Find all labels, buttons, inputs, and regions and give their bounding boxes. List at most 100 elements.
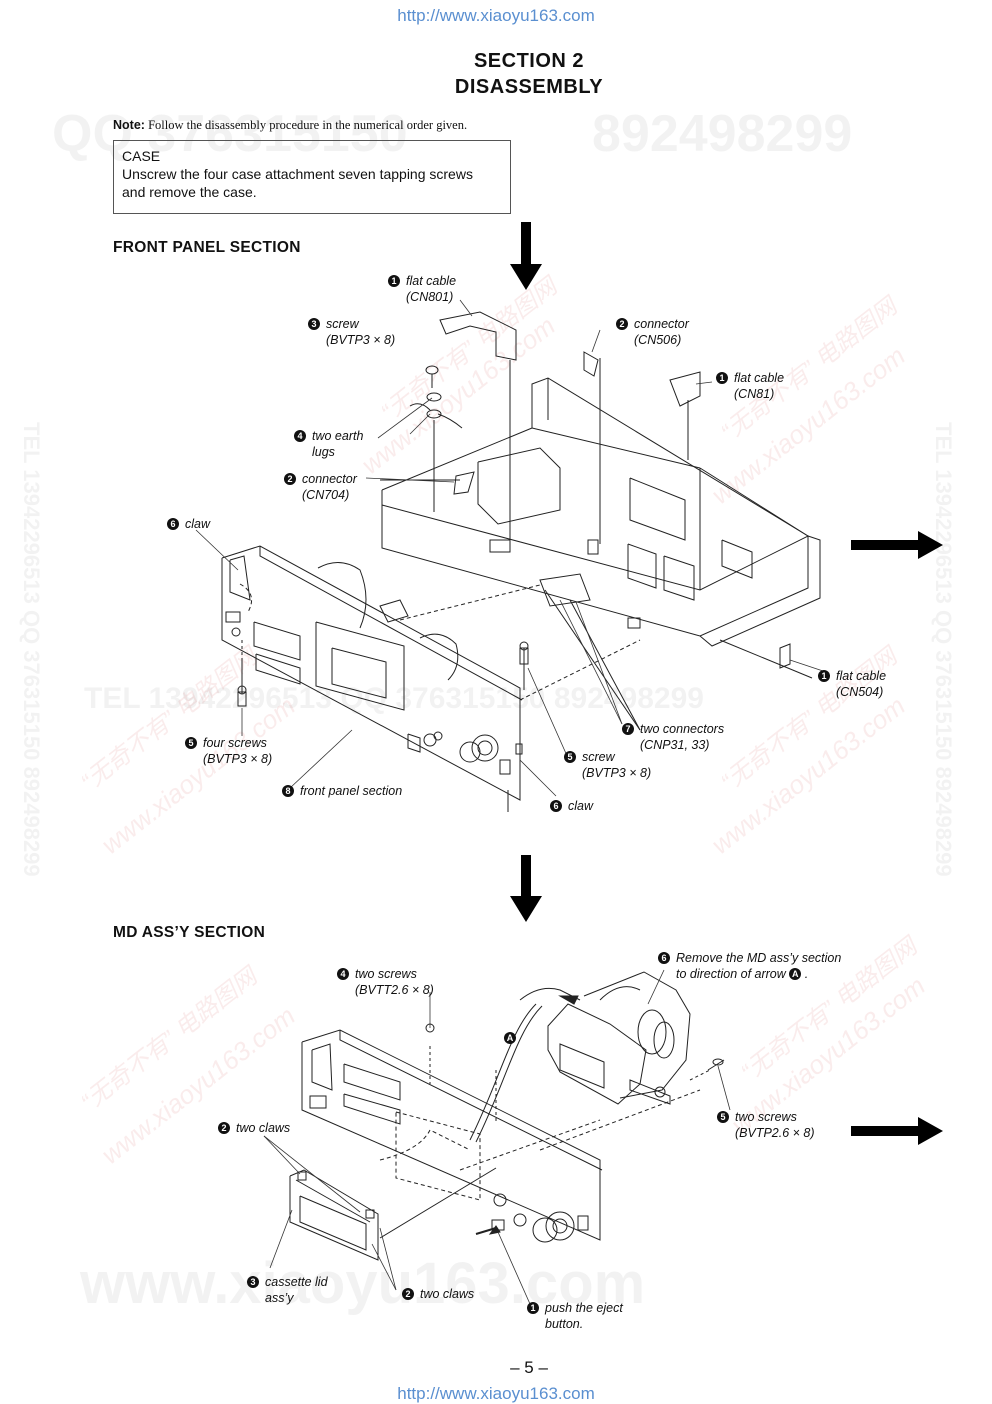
arrow-ref-suffix: . [801,967,809,981]
step-number: 5 [717,1111,729,1123]
case-line-2: and remove the case. [122,184,257,200]
header-url-link[interactable]: http://www.xiaoyu163.com [397,6,595,25]
callout-part: (CN506) [634,333,682,347]
down-arrow-icon [510,222,542,290]
step-number: 2 [284,473,296,485]
callout-claw-top: 6 claw [167,516,210,532]
flow-arrows [510,222,943,1145]
callout-part: (CN504) [836,685,884,699]
callout-label: claw [568,799,594,813]
right-arrow-icon [851,531,943,559]
callout-screw-lower: 5 screw (BVTP3 × 8) [564,749,651,781]
callout-label: two claws [420,1287,475,1301]
step-number: 1 [527,1302,539,1314]
note-body: Follow the disassembly procedure in the … [144,118,468,132]
callout-label: two claws [236,1121,291,1135]
step-number: 5 [564,751,576,763]
callout-label: flat cable [836,669,887,683]
callout-part: (BVTP3 × 8) [582,766,652,780]
case-title: CASE [122,148,161,164]
callout-four-screws: 5 four screws (BVTP3 × 8) [185,735,272,767]
step-number: 6 [167,518,179,530]
step-number: 5 [185,737,197,749]
callout-arrow-text: to direction of arrow [676,967,786,981]
callout-label: Remove the MD ass’y section [676,951,842,965]
front-panel-heading: FRONT PANEL SECTION [113,239,301,256]
callout-flat-cable-cn504: 1 flat cable (CN504) [818,668,886,700]
step-number: 1 [388,275,400,287]
callout-cassette-lid: 3 cassette lid ass’y [247,1274,328,1306]
callout-label: flat cable [406,274,457,288]
callout-label: claw [185,517,211,531]
step-number: 1 [716,372,728,384]
callout-label: connector [634,317,689,331]
callout-push-eject: 1 push the eject button. [527,1300,623,1332]
case-box: CASE Unscrew the four case attachment se… [113,140,511,214]
callout-part: (CN704) [302,488,350,502]
callout-label: connector [302,472,357,486]
footer-url-link[interactable]: http://www.xiaoyu163.com [397,1384,595,1403]
section-number: SECTION 2 [473,50,585,72]
arrow-ref-badge: A [789,968,802,980]
leader-lines [195,299,827,797]
note-text: Note: Follow the disassembly procedure i… [113,118,467,133]
callout-label: two screws [355,967,417,981]
callout-connector-cn506: 2 connector (CN506) [616,316,689,348]
step-number: 7 [622,723,634,735]
callout-remove-md-assy: 6 Remove the MD ass’y section to directio… [658,950,841,982]
callout-part: (BVTP2.6 × 8) [735,1126,815,1140]
callout-label: two earth [312,429,364,443]
callout-label: push the eject [545,1301,623,1315]
callout-part: (BVTP3 × 8) [203,752,273,766]
right-arrow-icon [851,1117,943,1145]
callout-label: cassette lid [265,1275,328,1289]
page-title: DISASSEMBLY [454,76,604,98]
callout-label: four screws [203,736,267,750]
callout-part: (CN801) [406,290,454,304]
callout-label: screw [582,750,615,764]
step-number: 2 [616,318,628,330]
md-assy-drawing [301,1029,701,1243]
step-number: 8 [282,785,294,797]
chassis-drawing [380,311,821,731]
screw-drawing [409,365,463,512]
step-number: 3 [308,318,320,330]
step-number: 6 [550,800,562,812]
md-assy-heading: MD ASS’Y SECTION [113,924,266,941]
step-number: 4 [337,968,349,980]
callout-label: two connectors [640,722,725,736]
callout-part: lugs [312,445,335,459]
callout-two-screws-bvtt: 4 two screws (BVTT2.6 × 8) [337,966,434,998]
note-label: Note: [113,118,145,132]
step-number: 6 [658,952,670,964]
page-number: – 5 – [510,1358,548,1377]
callout-label: two screws [735,1110,797,1124]
arrow-a-badge: A [504,1032,516,1044]
step-number: 2 [218,1122,230,1134]
callout-part: ass’y [265,1291,294,1305]
cassette-lid-drawing [289,1167,497,1261]
callout-arrow-a: A [504,1030,522,1046]
leader-lines-md [263,969,731,1305]
step-number: 1 [818,670,830,682]
md-mechanism-drawing [469,971,725,1143]
callout-label: front panel section [300,784,403,798]
callout-part: (BVTP3 × 8) [326,333,396,347]
callout-label: flat cable [734,371,785,385]
callout-part: (BVTT2.6 × 8) [355,983,434,997]
callout-part: (CN81) [734,387,775,401]
callout-flat-cable-cn801: 1 flat cable (CN801) [388,273,456,305]
step-number: 3 [247,1276,259,1288]
callout-part: button. [545,1317,584,1331]
front-panel-drawing [221,545,641,812]
callout-two-screws-bvtp: 5 two screws (BVTP2.6 × 8) [717,1109,815,1141]
callout-front-panel-section: 8 front panel section [282,783,402,799]
case-line-1: Unscrew the four case attachment seven t… [122,166,473,182]
callout-connector-cn704: 2 connector (CN704) [284,471,357,503]
down-arrow-icon [510,855,542,922]
callout-part: to direction of arrow A . [658,967,808,981]
callout-two-claws-top: 2 two claws [218,1120,290,1136]
